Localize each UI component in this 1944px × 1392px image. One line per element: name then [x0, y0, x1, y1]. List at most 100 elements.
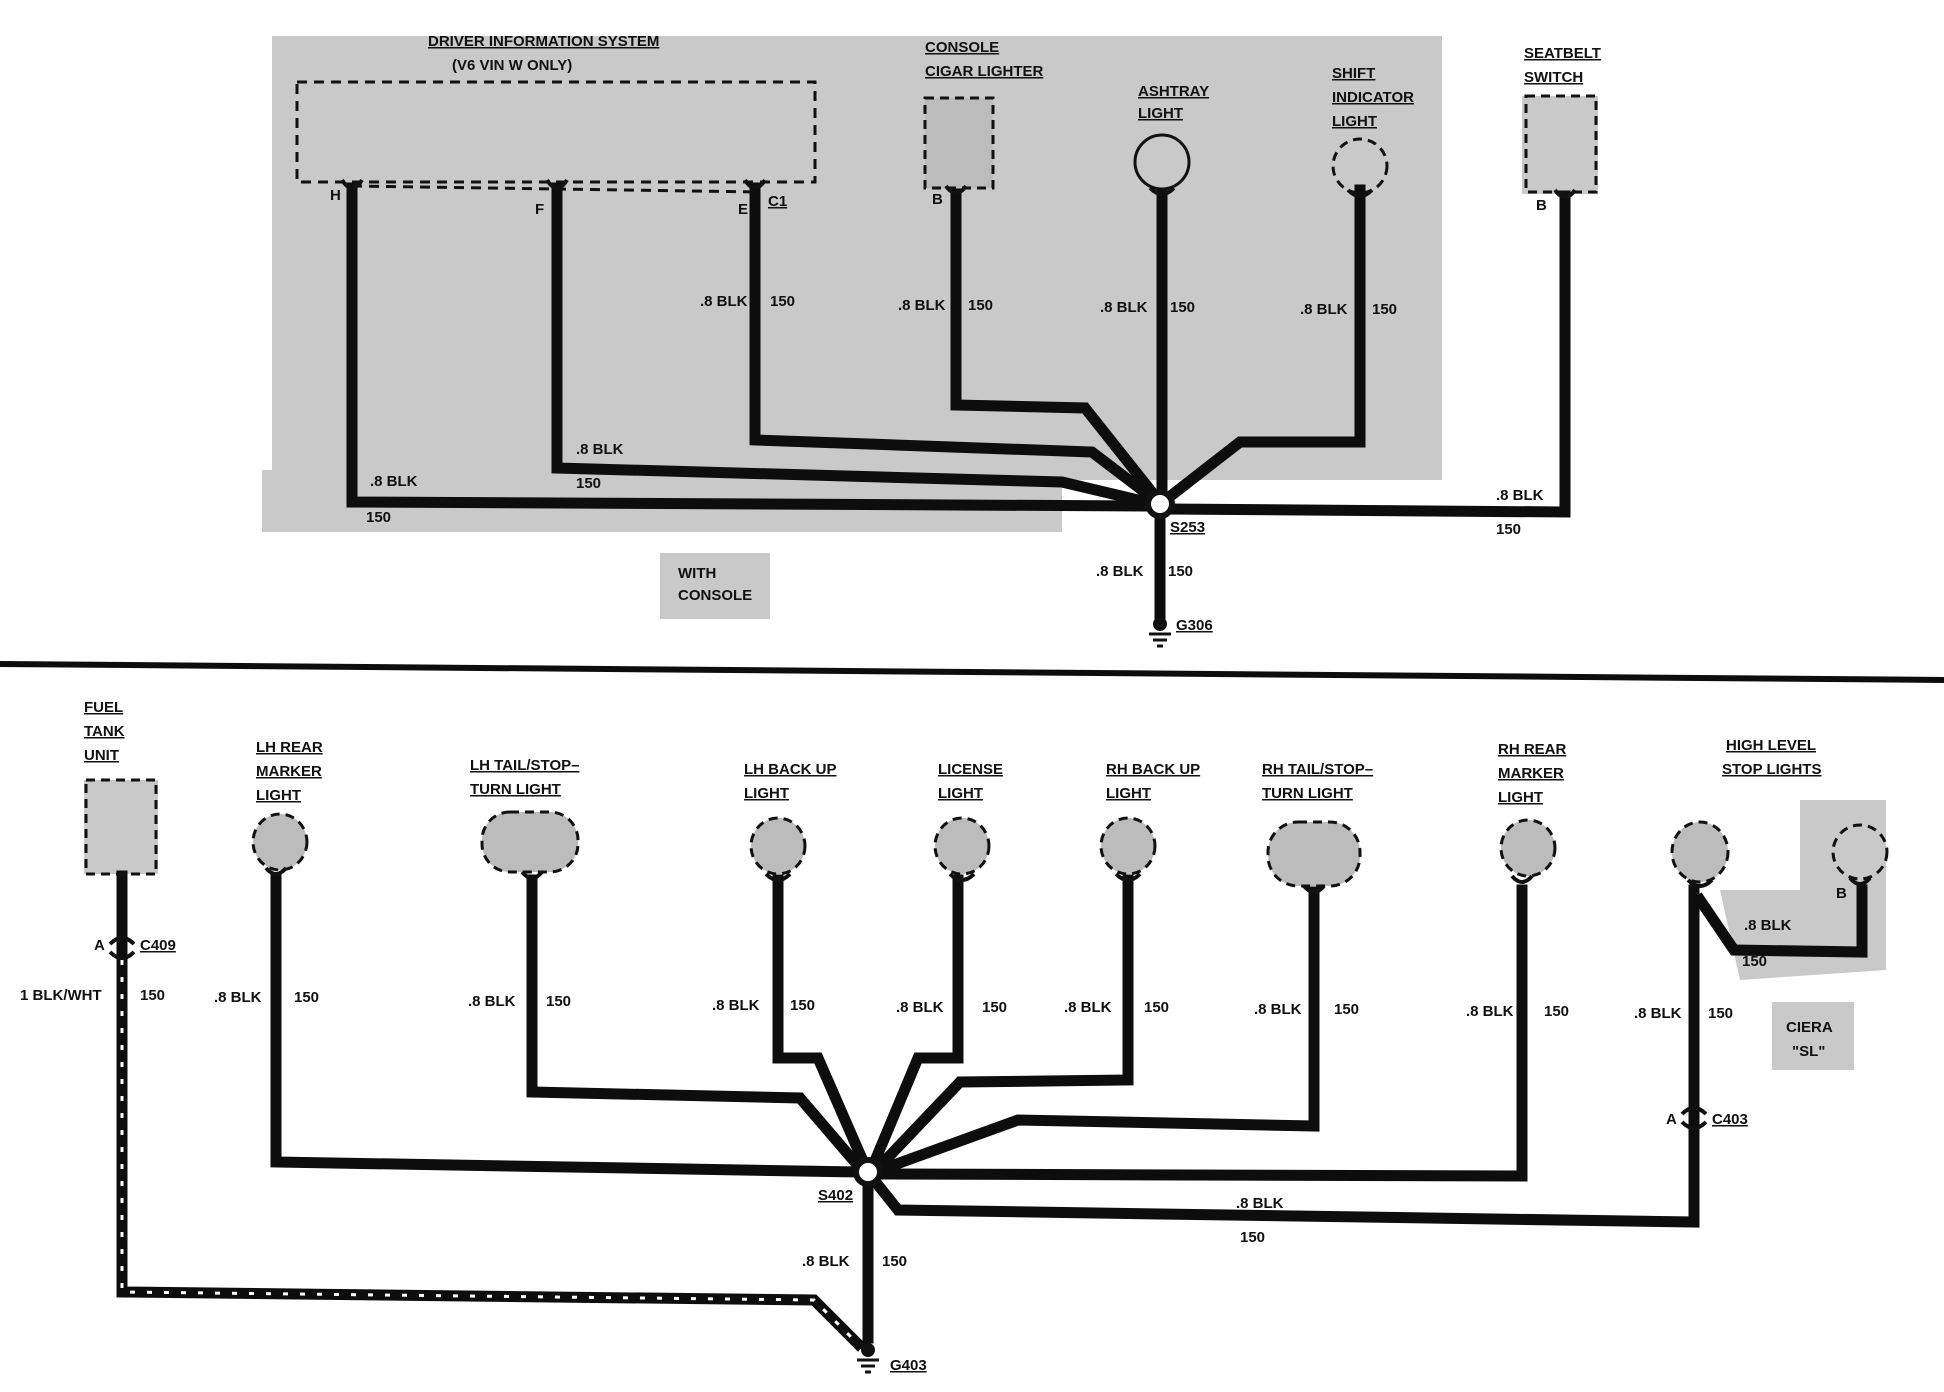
wire-f-circuit: 150 [576, 475, 601, 492]
fuel-tank-shade [84, 780, 158, 874]
wire-ashtray-circuit: 150 [1170, 299, 1195, 316]
bottom-wire-labels: 1 BLK/WHT 150 .8 BLK 150 .8 BLK 150 .8 B… [20, 917, 1792, 1270]
rh-rear-marker-light-bulb [1499, 818, 1557, 878]
rh-tail-label-1: RH TAIL/STOP– [1262, 761, 1373, 778]
wire-shift-color: .8 BLK [1300, 301, 1348, 318]
connector-c409-label: C409 [140, 937, 176, 954]
fuel-label-2: TANK [84, 723, 125, 740]
wire-h-circuit: 150 [366, 509, 391, 526]
pin-b-seatbelt-label: B [1536, 197, 1547, 214]
seatbelt-label-2: SWITCH [1524, 69, 1583, 86]
wire-rh-tail-circuit: 150 [1334, 1001, 1359, 1018]
wire-lh-backup-circuit: 150 [790, 997, 815, 1014]
wire-e-color: .8 BLK [700, 293, 748, 310]
ciera-label-2: "SL" [1792, 1043, 1825, 1060]
ashtray-label-2: LIGHT [1138, 105, 1183, 122]
wire-f-color: .8 BLK [576, 441, 624, 458]
lh-tail-label-2: TURN LIGHT [470, 781, 561, 798]
wire-ashtray-color: .8 BLK [1100, 299, 1148, 316]
connector-c403-icon [1680, 1106, 1708, 1130]
ground-g403-label: G403 [890, 1357, 927, 1374]
console-cigar-label-1: CONSOLE [925, 39, 999, 56]
top-wire-labels: .8 BLK 150 .8 BLK 150 .8 BLK 150 .8 BLK … [366, 293, 1544, 580]
seatbelt-switch-shade [1522, 96, 1598, 194]
ground-g306-label: G306 [1176, 617, 1213, 634]
wire-rh-backup-circuit: 150 [1144, 999, 1169, 1016]
lh-rear-marker-light-bulb [251, 812, 309, 872]
wire-lh-rear-circuit: 150 [294, 989, 319, 1006]
connector-e-icon [743, 178, 767, 190]
ashtray-socket-icon [1148, 186, 1176, 196]
rh-backup-socket-icon [1114, 872, 1142, 882]
license-label-1: LICENSE [938, 761, 1003, 778]
splice-s253-label: S253 [1170, 519, 1205, 536]
ciera-label-box [1772, 1002, 1854, 1070]
high-level-stop-light-2-bulb [1831, 823, 1889, 881]
pin-b-high-label: B [1836, 885, 1847, 902]
shift-label-3: LIGHT [1332, 113, 1377, 130]
wire-rh-tail-color: .8 BLK [1254, 1001, 1302, 1018]
shift-label-2: INDICATOR [1332, 89, 1414, 106]
rh-tail-label-2: TURN LIGHT [1262, 785, 1353, 802]
with-console-label-box [660, 553, 770, 619]
high-level-2-socket-icon [1848, 876, 1872, 886]
pin-b-cigar-label: B [932, 191, 943, 208]
lh-rear-socket-icon [264, 866, 288, 876]
lh-rear-label-2: MARKER [256, 763, 322, 780]
rh-rear-label-1: RH REAR [1498, 741, 1567, 758]
license-label-2: LIGHT [938, 785, 983, 802]
rh-rear-label-2: MARKER [1498, 765, 1564, 782]
license-socket-icon [948, 872, 976, 882]
wire-cigar-circuit: 150 [968, 297, 993, 314]
high-level-label-1: HIGH LEVEL [1726, 737, 1816, 754]
connector-c403-label: C403 [1712, 1111, 1748, 1128]
wire-c403-circuit: 150 [1240, 1229, 1265, 1246]
wire-lh-tail-color: .8 BLK [468, 993, 516, 1010]
top-wires [346, 182, 1571, 622]
bottom-wires [116, 870, 1868, 1352]
wire-shift-circuit: 150 [1372, 301, 1397, 318]
wire-ground-color: .8 BLK [802, 1253, 850, 1270]
ashtray-label-1: ASHTRAY [1138, 83, 1209, 100]
high-level-stop-light-1-bulb [1670, 820, 1730, 884]
wire-rh-rear-color: .8 BLK [1466, 1003, 1514, 1020]
fuel-label-3: UNIT [84, 747, 119, 764]
high-level-1-socket-icon [1686, 878, 1714, 888]
lh-rear-label-3: LIGHT [256, 787, 301, 804]
wire-ground-circuit: 150 [1168, 563, 1193, 580]
wire-c403-color: .8 BLK [1236, 1195, 1284, 1212]
fuel-tank-unit [84, 778, 158, 876]
wire-fuel-color: 1 BLK/WHT [20, 987, 102, 1004]
high-level-label-2: STOP LIGHTS [1722, 761, 1821, 778]
shift-socket-icon [1346, 188, 1374, 198]
shift-label-1: SHIFT [1332, 65, 1375, 82]
console-cigar-lighter [923, 96, 995, 190]
wire-lh-rear-color: .8 BLK [214, 989, 262, 1006]
wire-license-circuit: 150 [982, 999, 1007, 1016]
rh-rear-socket-icon [1510, 874, 1534, 884]
wire-cigar-color: .8 BLK [898, 297, 946, 314]
rh-backup-label-1: RH BACK UP [1106, 761, 1200, 778]
license-light-bulb [933, 816, 991, 876]
lh-backup-label-1: LH BACK UP [744, 761, 837, 778]
wire-lh-tail-circuit: 150 [546, 993, 571, 1010]
connector-c1-label: C1 [768, 193, 787, 210]
splice-s402-label: S402 [818, 1187, 853, 1204]
wire-lh-backup-color: .8 BLK [712, 997, 760, 1014]
seatbelt-switch [1524, 94, 1598, 194]
lh-rear-label-1: LH REAR [256, 739, 323, 756]
wire-ground-circuit: 150 [882, 1253, 907, 1270]
wire-seatbelt-color: .8 BLK [1496, 487, 1544, 504]
wire-ciera-circuit: 150 [1742, 953, 1767, 970]
fuel-wire-stripe [120, 960, 860, 1346]
pin-f-label: F [535, 201, 544, 218]
connector-h-icon [340, 178, 364, 190]
lh-backup-socket-icon [764, 872, 792, 882]
connector-f-icon [545, 178, 569, 190]
wire-ciera-color: .8 BLK [1744, 917, 1792, 934]
with-console-label-1: WITH [678, 565, 716, 582]
lh-backup-light-bulb [749, 816, 807, 876]
ciera-sl-shaded-region [1720, 800, 1886, 980]
with-console-label-2: CONSOLE [678, 587, 752, 604]
